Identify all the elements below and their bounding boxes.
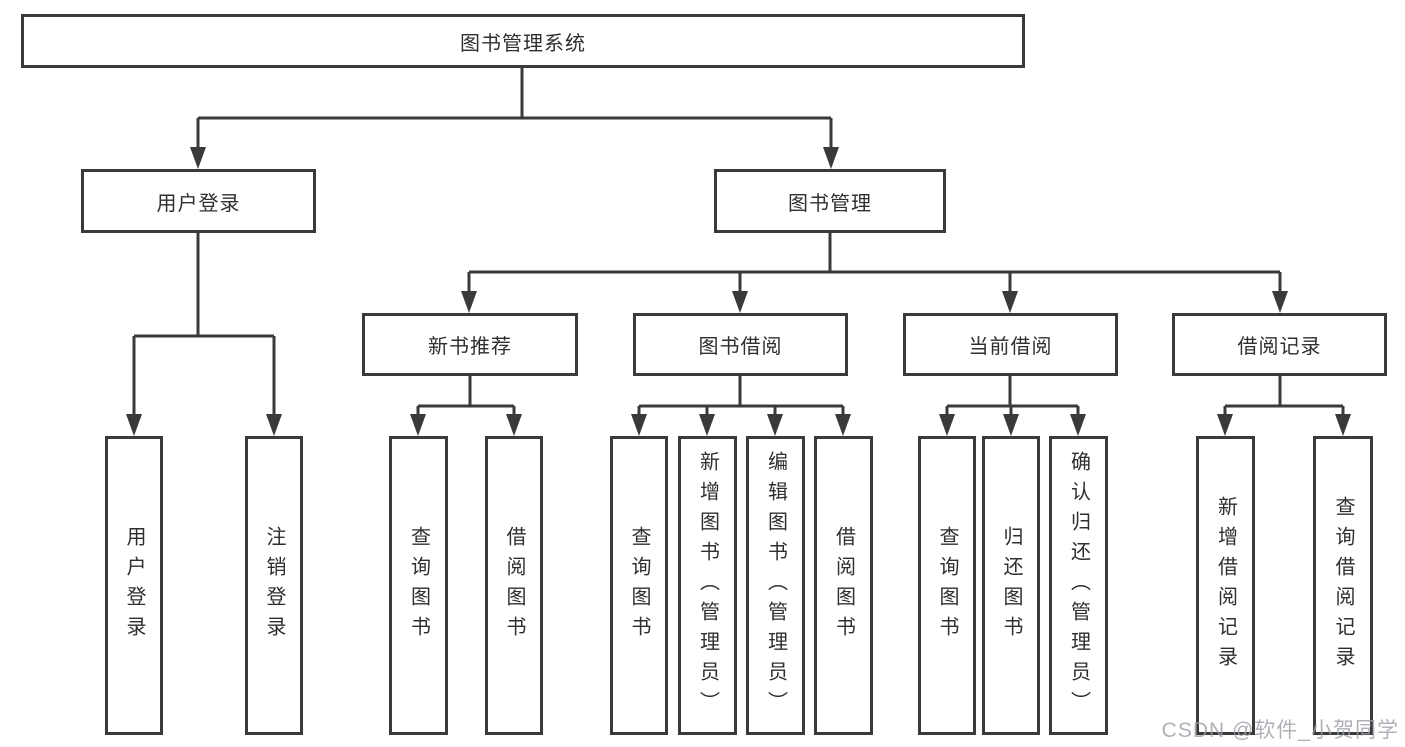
connector-userlogin-leaves: [132, 233, 276, 417]
leaf-label: 查询图书: [628, 525, 650, 646]
leaf-label: 查询图书: [407, 525, 430, 646]
node-label: 图书管理系统: [460, 32, 586, 55]
node-new-book-recommend: 新书推荐: [362, 313, 578, 376]
connector-bookborrow-leaves: [637, 376, 845, 417]
arrow-icon: [506, 414, 522, 436]
leaf-label: 借阅图书: [832, 525, 855, 646]
leaf-borrow-books-recommend: 借阅图书: [485, 436, 543, 735]
arrow-icon: [461, 291, 477, 313]
leaf-query-borrow-record: 查询借阅记录: [1313, 436, 1373, 735]
arrow-icon: [1070, 414, 1086, 436]
arrow-icon: [699, 414, 715, 436]
arrow-icon: [126, 414, 142, 436]
leaf-query-books-borrow: 查询图书: [610, 436, 668, 735]
leaf-borrow-books: 借阅图书: [814, 436, 873, 735]
leaf-add-books-admin: 新增图书（管理员）: [678, 436, 737, 735]
leaf-label: 注销登录: [263, 525, 285, 646]
leaf-label: 新增借阅记录: [1214, 495, 1237, 676]
leaf-edit-books-admin: 编辑图书（管理员）: [746, 436, 805, 735]
node-label: 借阅记录: [1237, 336, 1322, 358]
arrow-icon: [939, 414, 955, 436]
arrow-icon: [266, 414, 282, 436]
csdn-watermark: CSDN @软件_小贺同学: [1161, 719, 1399, 742]
leaf-query-books-recommend: 查询图书: [389, 436, 448, 735]
leaf-add-borrow-record: 新增借阅记录: [1196, 436, 1255, 735]
arrowheads: [126, 147, 1351, 436]
connector-newbook-leaves: [416, 376, 516, 417]
node-book-management: 图书管理: [714, 169, 946, 233]
arrow-icon: [631, 414, 647, 436]
leaf-user-login: 用户登录: [105, 436, 163, 735]
connector-bookmgmt-level3: [467, 233, 1282, 294]
arrow-icon: [767, 414, 783, 436]
leaf-confirm-return-admin: 确认归还（管理员）: [1049, 436, 1108, 735]
leaf-label: 查询图书: [936, 525, 958, 646]
node-label: 图书管理: [788, 192, 872, 215]
arrow-icon: [835, 414, 851, 436]
arrow-icon: [190, 147, 206, 169]
leaf-return-books: 归还图书: [982, 436, 1040, 735]
connector-records-leaves: [1223, 376, 1345, 417]
arrow-icon: [1272, 291, 1288, 313]
node-label: 新书推荐: [428, 336, 512, 358]
arrow-icon: [1335, 414, 1351, 436]
connector-root-level2: [196, 68, 833, 150]
node-label: 当前借阅: [968, 336, 1053, 358]
node-book-borrow: 图书借阅: [633, 313, 848, 376]
leaf-label: 新增图书（管理员）: [696, 450, 719, 721]
arrow-icon: [410, 414, 426, 436]
arrow-icon: [732, 291, 748, 313]
node-library-system: 图书管理系统: [21, 14, 1025, 68]
node-current-borrow: 当前借阅: [903, 313, 1118, 376]
leaf-label: 确认归还（管理员）: [1067, 450, 1090, 721]
leaf-label: 用户登录: [123, 525, 145, 646]
arrow-icon: [1002, 291, 1018, 313]
connector-currentborrow-leaves: [945, 376, 1080, 417]
arrow-icon: [1003, 414, 1019, 436]
leaf-label: 归还图书: [1000, 525, 1022, 646]
leaf-label: 编辑图书（管理员）: [764, 450, 787, 721]
leaf-logout: 注销登录: [245, 436, 303, 735]
node-borrow-records: 借阅记录: [1172, 313, 1387, 376]
arrow-icon: [823, 147, 839, 169]
node-label: 图书借阅: [698, 336, 783, 358]
arrow-icon: [1217, 414, 1233, 436]
leaf-label: 查询借阅记录: [1332, 495, 1354, 676]
leaf-label: 借阅图书: [503, 525, 525, 646]
leaf-query-books-current: 查询图书: [918, 436, 976, 735]
node-label: 用户登录: [156, 192, 241, 215]
node-user-login: 用户登录: [81, 169, 316, 233]
